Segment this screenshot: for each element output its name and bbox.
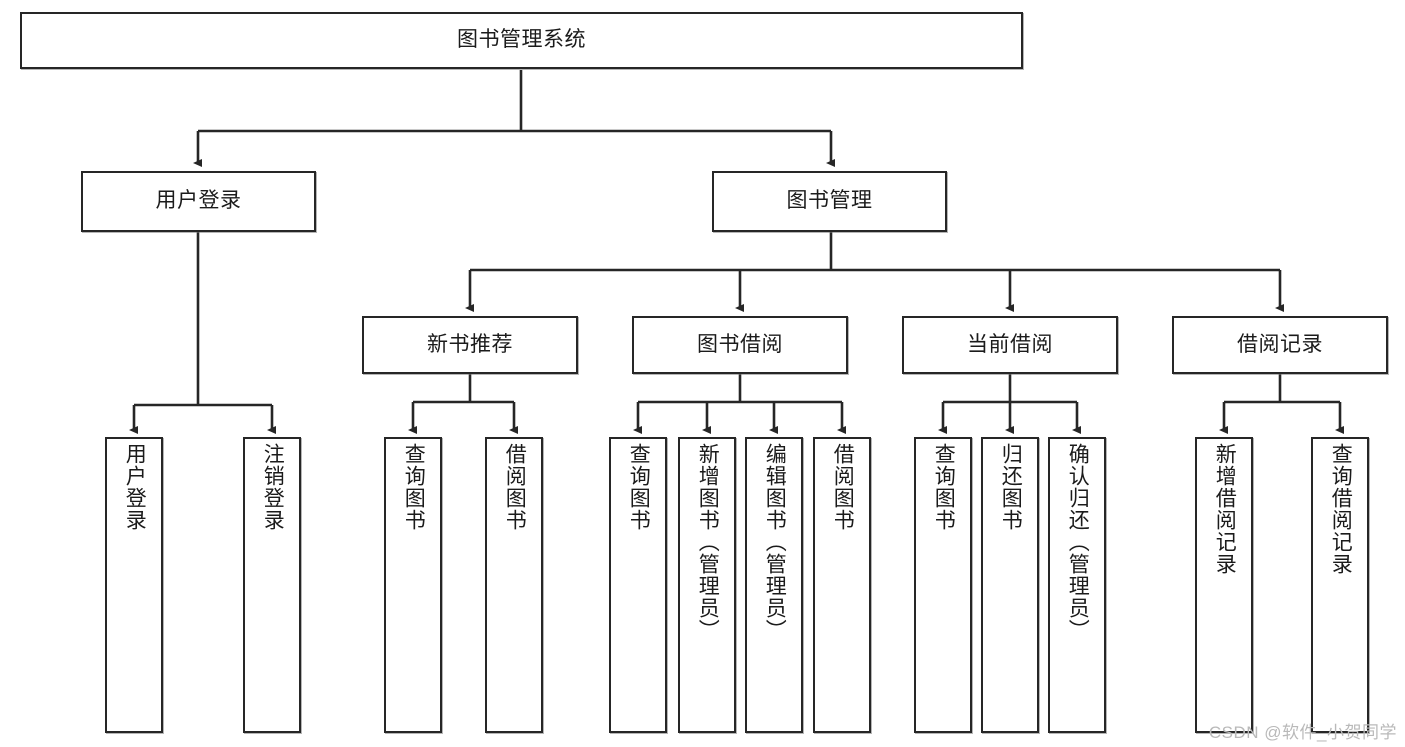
- node-label: 借阅记录: [1237, 332, 1323, 356]
- node-label: 图书管理系统: [457, 28, 586, 52]
- node-user-login[interactable]: 用户登录: [81, 171, 316, 232]
- node-label: 编辑图书（管理员）: [763, 443, 787, 641]
- leaf-user-login-login[interactable]: 用户登录: [105, 437, 163, 733]
- leaf-new-book-query-book[interactable]: 查询图书: [384, 437, 442, 733]
- node-label: 新书推荐: [427, 332, 513, 356]
- node-label: 借阅图书: [503, 443, 527, 531]
- node-book-borrow[interactable]: 图书借阅: [632, 316, 848, 374]
- leaf-new-book-borrow-book[interactable]: 借阅图书: [485, 437, 543, 733]
- node-label: 查询借阅记录: [1329, 443, 1353, 575]
- leaf-borrow-records-add-record[interactable]: 新增借阅记录: [1195, 437, 1253, 733]
- node-borrow-records[interactable]: 借阅记录: [1172, 316, 1388, 374]
- node-label: 查询图书: [932, 443, 956, 531]
- node-current-borrow[interactable]: 当前借阅: [902, 316, 1118, 374]
- node-new-book-recommend[interactable]: 新书推荐: [362, 316, 578, 374]
- node-label: 查询图书: [627, 443, 651, 531]
- node-label: 用户登录: [123, 443, 147, 531]
- leaf-book-borrow-borrow-book[interactable]: 借阅图书: [813, 437, 871, 733]
- watermark-text: CSDN @软件_小贺同学: [1208, 723, 1397, 742]
- node-label: 当前借阅: [967, 332, 1053, 356]
- leaf-user-login-logout[interactable]: 注销登录: [243, 437, 301, 733]
- node-label: 图书管理: [786, 189, 873, 213]
- node-label: 图书借阅: [697, 332, 783, 356]
- leaf-current-borrow-confirm-return-admin[interactable]: 确认归还（管理员）: [1048, 437, 1106, 733]
- node-label: 确认归还（管理员）: [1066, 443, 1090, 641]
- node-label: 新增借阅记录: [1213, 443, 1237, 575]
- node-label: 借阅图书: [831, 443, 855, 531]
- node-label: 查询图书: [402, 443, 426, 531]
- node-book-management[interactable]: 图书管理: [712, 171, 947, 232]
- node-label: 用户登录: [155, 189, 242, 213]
- leaf-book-borrow-add-book-admin[interactable]: 新增图书（管理员）: [678, 437, 736, 733]
- leaf-current-borrow-return-book[interactable]: 归还图书: [981, 437, 1039, 733]
- leaf-borrow-records-query-record[interactable]: 查询借阅记录: [1311, 437, 1369, 733]
- node-label: 注销登录: [261, 443, 285, 531]
- leaf-book-borrow-edit-book-admin[interactable]: 编辑图书（管理员）: [745, 437, 803, 733]
- leaf-book-borrow-query-book[interactable]: 查询图书: [609, 437, 667, 733]
- node-label: 新增图书（管理员）: [696, 443, 720, 641]
- leaf-current-borrow-query-book[interactable]: 查询图书: [914, 437, 972, 733]
- node-root-system[interactable]: 图书管理系统: [20, 12, 1023, 69]
- node-label: 归还图书: [999, 443, 1023, 531]
